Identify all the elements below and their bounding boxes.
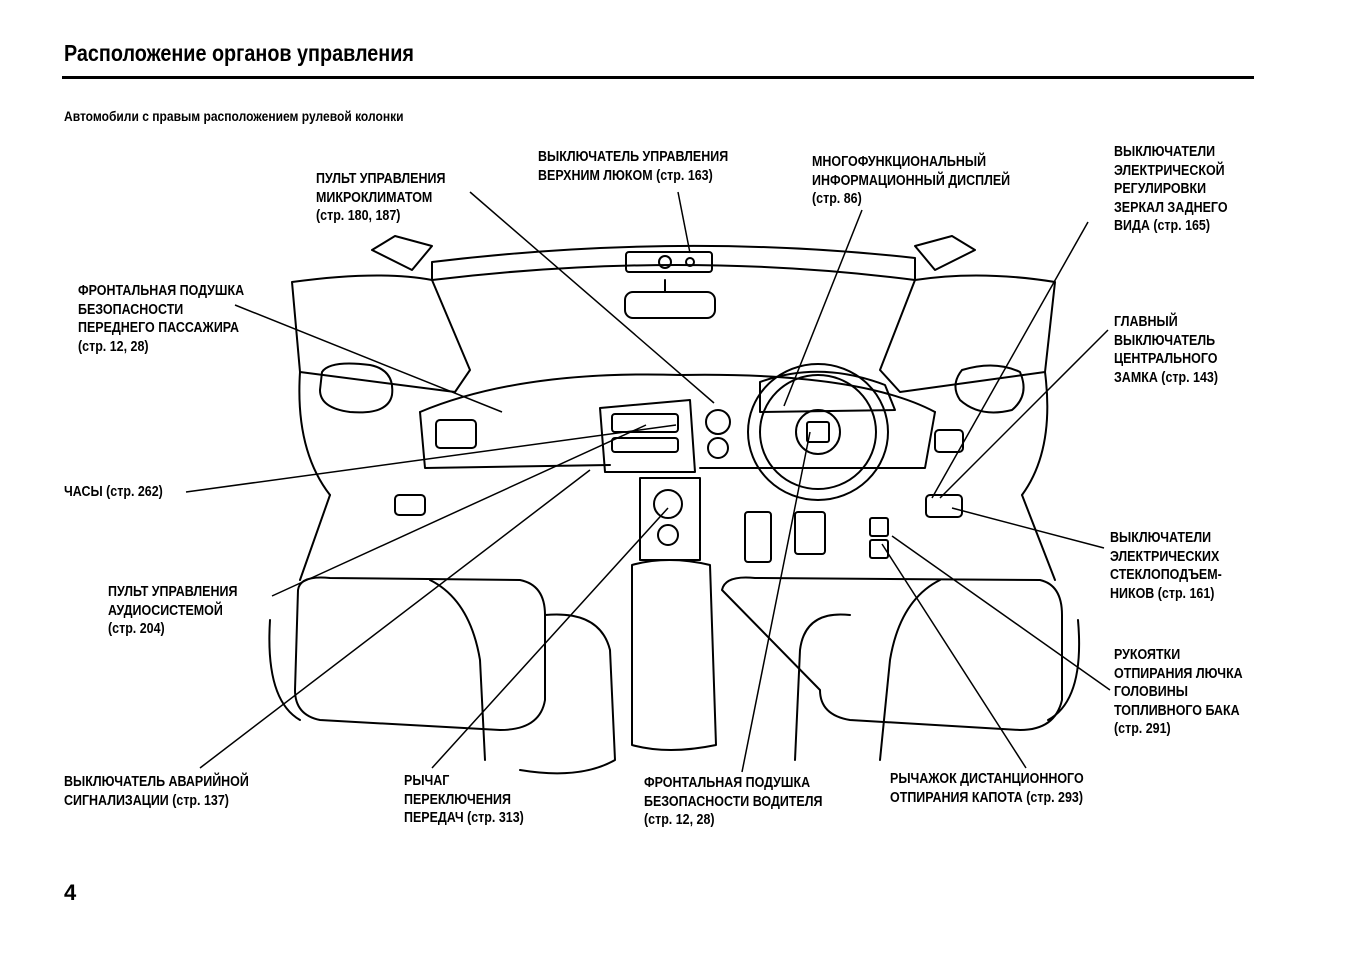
- leader-climate: [469, 191, 715, 404]
- callout-window-switches: ВЫКЛЮЧАТЕЛИ ЭЛЕКТРИЧЕСКИХ СТЕКЛОПОДЪЕМ- …: [1110, 530, 1222, 602]
- callout-driver-airbag: ФРОНТАЛЬНАЯ ПОДУШКА БЕЗОПАСНОСТИ ВОДИТЕЛ…: [644, 775, 823, 828]
- leader-passenger-airbag: [234, 304, 503, 413]
- title-rule: [62, 76, 1254, 79]
- callout-fuel-door-release: РУКОЯТКИ ОТПИРАНИЯ ЛЮЧКА ГОЛОВИНЫ ТОПЛИВ…: [1114, 647, 1243, 737]
- page-subtitle: Автомобили с правым расположением рулево…: [64, 108, 404, 124]
- leader-sunroof: [677, 191, 691, 254]
- callout-sunroof-switch: ВЫКЛЮЧАТЕЛЬ УПРАВЛЕНИЯ ВЕРХНИМ ЛЮКОМ (ст…: [538, 149, 729, 184]
- leader-mid: [783, 209, 863, 407]
- callout-hazard-switch: ВЫКЛЮЧАТЕЛЬ АВАРИЙНОЙ СИГНАЛИЗАЦИИ (стр.…: [64, 774, 249, 809]
- callout-audio-controls: ПУЛЬТ УПРАВЛЕНИЯ АУДИОСИСТЕМОЙ (стр. 204…: [108, 584, 238, 637]
- callout-clock: ЧАСЫ (стр. 262): [64, 484, 163, 500]
- leader-mirrors: [931, 221, 1089, 499]
- page-number: 4: [64, 880, 77, 905]
- leader-hazard: [199, 469, 591, 769]
- callout-climate-control: ПУЛЬТ УПРАВЛЕНИЯ МИКРОКЛИМАТОМ (стр. 180…: [316, 171, 446, 224]
- callout-door-lock-switch: ГЛАВНЫЙ ВЫКЛЮЧАТЕЛЬ ЦЕНТРАЛЬНОГО ЗАМКА (…: [1114, 314, 1218, 386]
- car-interior-drawing: [268, 235, 1081, 775]
- leader-hood: [881, 543, 1027, 769]
- page-title: Расположение органов управления: [64, 40, 414, 66]
- leader-door-lock: [939, 329, 1109, 499]
- leader-audio: [271, 424, 647, 597]
- callout-shift-lever: РЫЧАГ ПЕРЕКЛЮЧЕНИЯ ПЕРЕДАЧ (стр. 313): [404, 773, 524, 826]
- callout-multi-info-display: МНОГОФУНКЦИОНАЛЬНЫЙ ИНФОРМАЦИОННЫЙ ДИСПЛ…: [812, 154, 1011, 207]
- leader-driver-airbag: [741, 431, 811, 773]
- callout-passenger-airbag: ФРОНТАЛЬНАЯ ПОДУШКА БЕЗОПАСНОСТИ ПЕРЕДНЕ…: [78, 283, 245, 355]
- leader-lines: [185, 191, 1111, 773]
- callout-hood-release: РЫЧАЖОК ДИСТАНЦИОННОГО ОТПИРАНИЯ КАПОТА …: [890, 771, 1084, 806]
- callout-mirror-switches: ВЫКЛЮЧАТЕЛИ ЭЛЕКТРИЧЕСКОЙ РЕГУЛИРОВКИ ЗЕ…: [1114, 144, 1228, 234]
- leader-fuel-door: [891, 535, 1111, 691]
- leader-windows: [951, 507, 1105, 549]
- leader-shift: [431, 507, 669, 769]
- leader-clock: [185, 424, 677, 493]
